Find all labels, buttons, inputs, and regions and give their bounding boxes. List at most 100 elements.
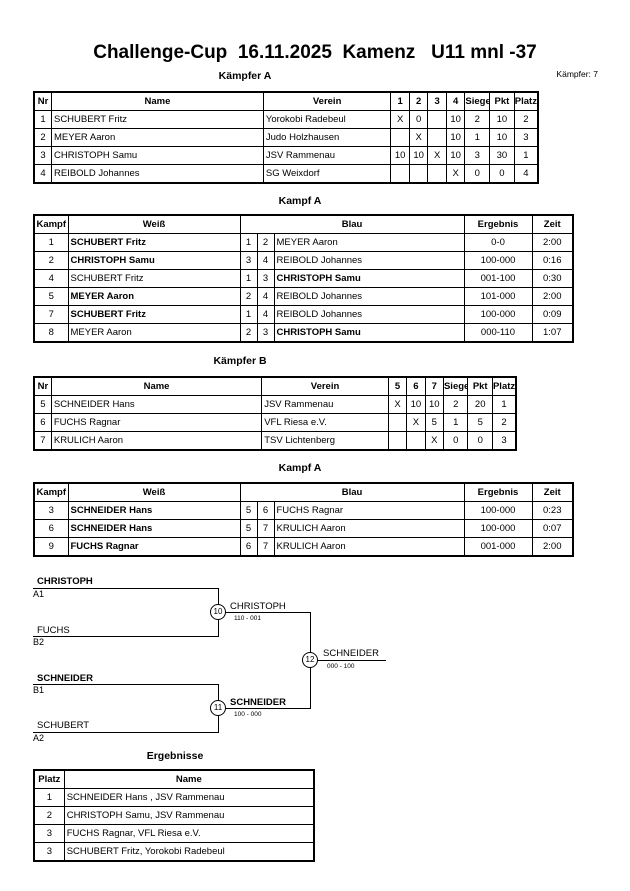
ergebnis-cell: 101-000: [463, 287, 533, 306]
zeit-cell: 0:23: [531, 501, 574, 520]
ergebnis-cell: 100-000: [463, 519, 533, 538]
weiss-nr-cell: 1: [239, 233, 258, 252]
col-name: Name: [50, 91, 264, 111]
score-cell: 10: [445, 146, 466, 165]
bracket-line: [218, 708, 311, 709]
col-siege: Siege: [464, 91, 491, 111]
group-a-heading: Kämpfer A: [218, 70, 272, 82]
bracket-entrant-4: SCHUBERT: [37, 720, 90, 731]
col-siege: Siege: [442, 376, 469, 396]
score-cell: [387, 413, 408, 432]
score-cell: X: [427, 146, 447, 165]
bracket-seed-4: A2: [33, 733, 45, 743]
col-platz: Platz: [513, 91, 539, 111]
platz-cell: 3: [33, 842, 65, 862]
bracket-entrant-2: FUCHS: [37, 625, 70, 636]
platz-cell: 4: [513, 164, 539, 184]
weiss-cell: SCHNEIDER Hans: [67, 519, 241, 538]
score-cell: [406, 431, 426, 451]
group-a-table: Nr Name Verein 1 2 3 4 Siege Pkt Platz 1…: [33, 91, 539, 184]
zeit-cell: 2:00: [531, 537, 574, 557]
kampf-cell: 8: [33, 323, 69, 343]
siege-cell: 3: [464, 146, 491, 165]
score-cell: 10: [406, 395, 426, 414]
platz-cell: 2: [491, 413, 517, 432]
col-blau: Blau: [239, 214, 465, 234]
kampf-cell: 1: [33, 233, 69, 252]
kampf-cell: 9: [33, 537, 69, 557]
zeit-cell: 0:30: [531, 269, 574, 288]
blau-cell: REIBOLD Johannes: [273, 287, 465, 306]
score-cell: 10: [445, 128, 466, 147]
match-12-score: 000 - 100: [327, 663, 355, 670]
verein-cell: Judo Holzhausen: [262, 128, 392, 147]
name-cell: FUCHS Ragnar, VFL Riesa e.V.: [63, 824, 315, 843]
kampf-cell: 2: [33, 251, 69, 270]
blau-nr-cell: 3: [256, 323, 275, 343]
match-11-score: 100 - 000: [234, 711, 262, 718]
col-platz: Platz: [491, 376, 517, 396]
pkt-cell: 0: [467, 431, 493, 451]
score-cell: 10: [390, 146, 410, 165]
col-nr: Nr: [33, 376, 52, 396]
siege-cell: 2: [464, 110, 491, 129]
zeit-cell: 2:00: [531, 233, 574, 252]
blau-cell: MEYER Aaron: [273, 233, 465, 252]
pkt-cell: 0: [489, 164, 515, 184]
score-cell: [408, 164, 429, 184]
score-cell: X: [387, 395, 408, 414]
kampf-cell: 4: [33, 269, 69, 288]
zeit-cell: 0:07: [531, 519, 574, 538]
col-kampf: Kampf: [33, 214, 69, 234]
pkt-cell: 10: [489, 128, 515, 147]
bracket-seed-3: B1: [33, 685, 45, 695]
blau-cell: REIBOLD Johannes: [273, 305, 465, 324]
kaempfer-count: Kämpfer: 7: [556, 69, 598, 79]
blau-nr-cell: 7: [256, 537, 275, 557]
match-10-winner: CHRISTOPH: [230, 601, 286, 612]
blau-nr-cell: 2: [256, 233, 275, 252]
platz-cell: 3: [33, 824, 65, 843]
nr-cell: 3: [33, 146, 52, 165]
col-weiss: Weiß: [67, 482, 241, 502]
score-cell: 10: [408, 146, 429, 165]
bracket-line: [33, 588, 219, 589]
zeit-cell: 0:09: [531, 305, 574, 324]
zeit-cell: 2:00: [531, 287, 574, 306]
nr-cell: 4: [33, 164, 52, 184]
col-pkt: Pkt: [489, 91, 515, 111]
bracket-line: [33, 684, 219, 685]
name-cell: SCHUBERT Fritz: [50, 110, 264, 129]
platz-cell: 1: [33, 788, 65, 807]
score-cell: 0: [408, 110, 429, 129]
bracket-entrant-1: CHRISTOPH: [37, 576, 93, 587]
weiss-cell: SCHUBERT Fritz: [67, 305, 241, 324]
ergebnis-cell: 000-110: [463, 323, 533, 343]
bracket-seed-2: B2: [33, 637, 45, 647]
verein-cell: TSV Lichtenberg: [261, 431, 389, 451]
name-cell: CHRISTOPH Samu, JSV Rammenau: [63, 806, 315, 825]
blau-cell: FUCHS Ragnar: [273, 501, 465, 520]
platz-cell: 2: [33, 806, 65, 825]
blau-cell: CHRISTOPH Samu: [273, 269, 465, 288]
kampf-cell: 7: [33, 305, 69, 324]
ergebnis-cell: 0-0: [463, 233, 533, 252]
col-verein: Verein: [261, 376, 389, 396]
score-cell: [427, 110, 447, 129]
col-name: Name: [63, 769, 315, 789]
col-3: 3: [427, 91, 447, 111]
blau-nr-cell: 3: [256, 269, 275, 288]
